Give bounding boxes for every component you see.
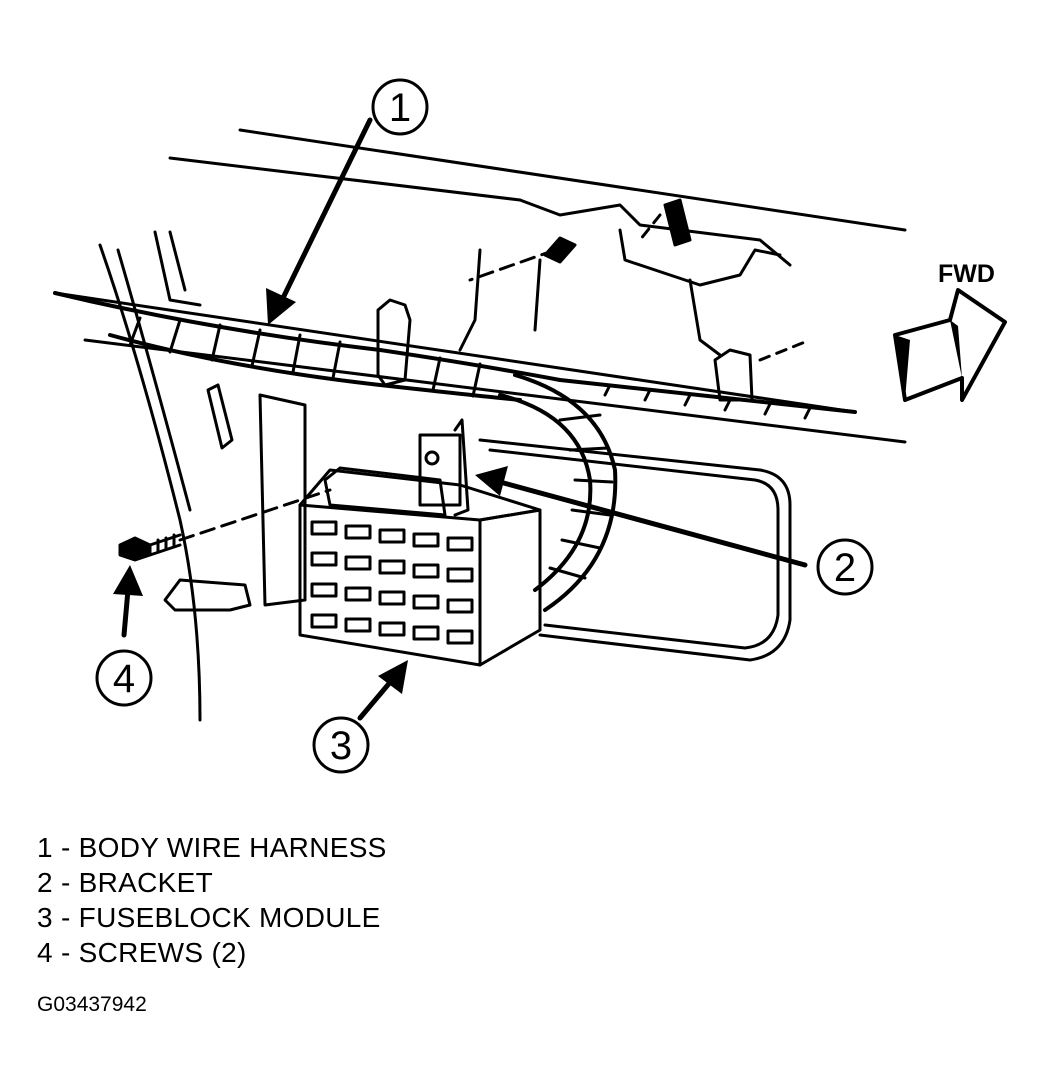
callout-number-3: 3 (330, 724, 352, 768)
legend-item: 3 - FUSEBLOCK MODULE (37, 902, 381, 933)
body-wire-harness (53, 291, 857, 612)
panel-cutout (258, 393, 307, 607)
callout-circle-3 (312, 716, 370, 774)
dashboard-rails (53, 230, 907, 722)
callout-number-2: 2 (834, 546, 856, 590)
bracket (418, 418, 470, 517)
legend-list: 1 - BODY WIRE HARNESS 2 - BRACKET 3 - FU… (37, 830, 387, 970)
leader-arrow-2 (475, 466, 808, 568)
legend-text: SCREWS (2) (78, 937, 247, 968)
callout-circle-1 (371, 78, 429, 136)
instrument-panel-outline (478, 438, 792, 662)
legend-item: 4 - SCREWS (2) (37, 937, 247, 968)
screw (118, 533, 182, 562)
leader-arrow-3 (357, 660, 408, 721)
legend-item: 1 - BODY WIRE HARNESS (37, 832, 387, 863)
callout-number-1: 1 (389, 86, 411, 130)
upper-structure (168, 128, 907, 357)
callout-circle-4 (95, 649, 153, 707)
legend-item: 2 - BRACKET (37, 867, 214, 898)
clip-right (713, 348, 754, 402)
legend-text: FUSEBLOCK MODULE (78, 902, 381, 933)
callout-number-4: 4 (113, 657, 135, 701)
legend-number: 2 (37, 867, 53, 898)
legend-number: 1 (37, 832, 53, 863)
fuseblock-module (298, 466, 542, 667)
legend-text: BRACKET (78, 867, 214, 898)
leader-arrow-4 (113, 565, 143, 638)
mount-foot (163, 578, 252, 612)
leader-arrow-1 (266, 117, 373, 325)
legend-number: 3 (37, 902, 53, 933)
forward-arrow-icon (893, 288, 1007, 402)
direction-label: FWD (938, 260, 995, 288)
fuseblock-installation-drawing: 1 2 3 4 FWD (53, 78, 1007, 774)
callout-circle-2 (816, 538, 874, 596)
figure-id: G03437942 (37, 993, 147, 1016)
panel-slot (206, 383, 234, 450)
legend-text: BODY WIRE HARNESS (78, 832, 387, 863)
clip-left (376, 298, 412, 387)
stud (543, 198, 692, 264)
legend-number: 4 (37, 937, 53, 968)
